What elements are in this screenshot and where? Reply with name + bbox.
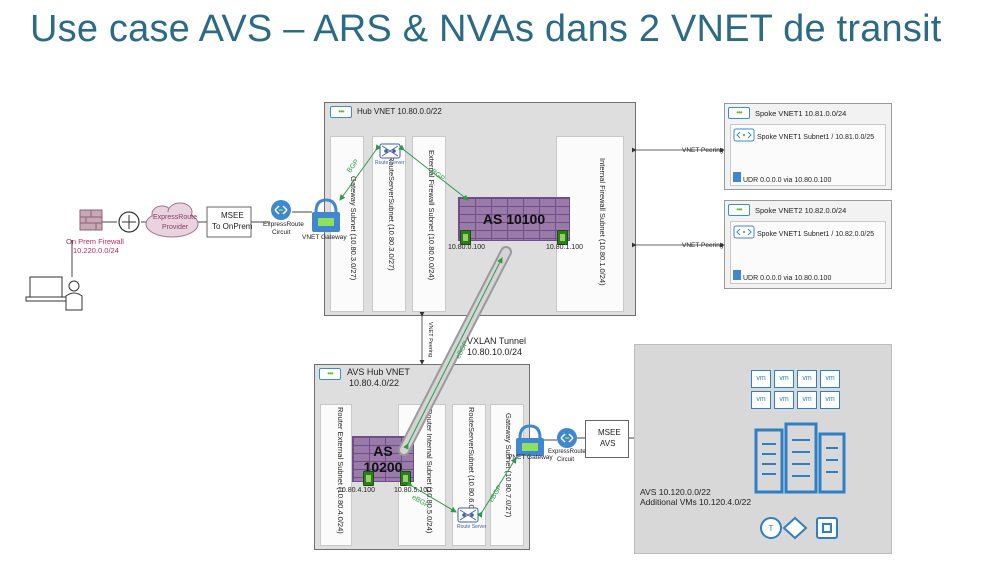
spoke2-udr: UDR 0.0.0.0 via 10.80.0.100 [743,275,832,282]
hub-route-server-label: Route Server [375,160,405,166]
vm-icon: vm [797,391,817,409]
spoke2-subnet: Spoke VNET1 Subnet1 / 10.82.0.0/25 [757,231,875,238]
user-icon [65,280,83,311]
er-circuit-label-2: Circuit [272,229,291,236]
spoke2-udr-icon [733,270,741,280]
avs-vm-grid: vm vm vm vm vm vm vm vm [751,370,840,409]
avs-route-server-label: Route Server [457,524,487,530]
spoke2-vnet-icon: ••• [728,204,750,216]
vm-icon: vm [820,370,840,388]
spoke1-vnet-icon: ••• [728,107,750,119]
vm-icon: vm [751,370,771,388]
vm-icon: vm [797,370,817,388]
avs-t-glyph: T [769,524,774,533]
vxlan-tunnel [398,246,512,456]
avs-vnet-gateway-icon [516,424,544,456]
hub-nic-left [460,230,471,245]
avs-bgp-left-link [406,480,457,513]
provider-label-1: ExpressRoute [153,214,197,221]
hub-bgp-left-link [339,144,382,201]
hub-firewall: AS 10100 [458,197,570,241]
avs-vnet-gateway-label: VNET Gateway [508,454,553,461]
expressroute-circuit-icon [271,200,291,220]
avs-expressroute-circuit-icon [557,428,577,448]
hub-vnet-icon: ••• [330,106,352,118]
msee-avs-label-2: AVS [600,439,616,448]
avs-ext-subnet [320,404,352,546]
spoke2-subnet-panel [730,221,886,284]
vm-icon: vm [820,391,840,409]
spoke1-udr-icon [733,172,741,182]
expressroute-provider-cloud-icon [145,202,199,238]
spoke2-subnet-icon [733,225,755,239]
spoke1-subnet-icon [733,128,755,142]
hub-ip-left: 10.80.0.100 [448,244,485,251]
avs-hub-title-1: AVS Hub VNET [347,367,410,377]
provider-label-2: Provider [162,224,189,231]
avs-as-label: AS 10200 [363,443,403,475]
avs-hub-title-2: 10.80.4.0/22 [349,378,400,388]
vm-icon: vm [751,391,771,409]
avs-cidr-line2: Additional VMs 10.120.4.0/22 [640,497,752,507]
vm-icon: vm [774,370,794,388]
er-circuit-label-1: ExpressRoute [263,221,304,228]
onprem-firewall-icon [79,209,103,231]
hub-route-server-icon [379,143,401,159]
hub-vnet-gateway-icon [312,198,340,232]
hub-ip-right: 10.80.1.100 [546,244,583,251]
spoke1-subnet-panel [730,124,886,186]
vxlan-label-2: 10.80.10.0/24 [467,347,523,357]
msee-onprem-label-1: MSEE [221,211,244,220]
avs-er-circuit-label-1: ExpressRoute [548,449,586,455]
avs-service-icons [760,516,838,540]
avs-er-circuit-label-2: Circuit [557,457,575,463]
onprem-firewall-cidr: 10.220.0.0/24 [73,246,119,255]
router-icon [118,211,140,233]
page-title: Use case AVS – ARS & NVAs dans 2 VNET de… [30,8,942,50]
spoke1-udr: UDR 0.0.0.0 via 10.80.0.100 [743,177,832,184]
avs-nic-right [400,471,411,486]
avs-route-server-icon [457,507,479,523]
msee-onprem-label-2: To OnPrem [212,222,253,231]
avs-cidr-line1: AVS 10.120.0.0/22 [640,487,711,497]
avs-ip-left: 10.80.4.100 [338,487,375,494]
spoke2-title: Spoke VNET2 10.82.0.0/24 [755,206,847,215]
avs-nic-left [363,471,374,486]
avs-hub-vnet-icon: ••• [319,368,341,380]
hub-as-label: AS 10100 [482,211,546,227]
hub-avs-peering-label: VNET Peering [427,322,433,358]
hub-vnet-gateway-label: VNET Gateway [302,234,347,241]
onprem-firewall-label: On Prem Firewall [66,237,124,246]
msee-avs-label-1: MSEE [598,428,621,437]
avs-bgp-right-link [476,457,517,518]
msee-onprem-box [206,206,252,238]
spoke1-title: Spoke VNET1 10.81.0.0/24 [755,109,847,118]
msee-avs-box [585,420,629,458]
avs-datacenter-icon [754,422,846,494]
vxlan-label-1: VXLAN Tunnel [467,336,527,346]
vm-icon: vm [774,391,794,409]
spoke1-subnet: Spoke VNET1 Subnet1 / 10.81.0.0/25 [757,134,875,141]
hub-vnet-title: Hub VNET 10.80.0.0/22 [357,107,442,116]
hub-nic-right [557,230,568,245]
hub-bgp-right-link [398,144,469,201]
